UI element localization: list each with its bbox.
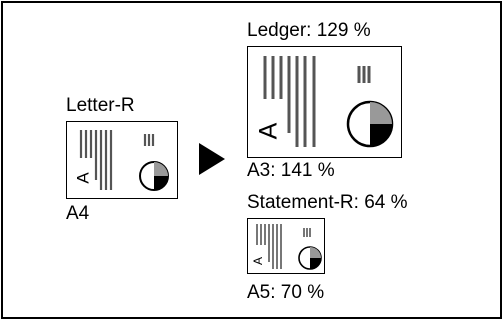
source-output-label: A4 [66, 203, 90, 224]
target-2-page-thumbnail: A [247, 218, 325, 274]
arrow-right-icon [199, 143, 225, 175]
letter-glyph: A [73, 172, 92, 184]
target-1-output-label: A3: 141 % [247, 160, 335, 181]
letter-glyph: A [255, 122, 283, 139]
target-2-output-label: A5: 70 % [247, 282, 325, 303]
source-paper-label: Letter-R [66, 95, 135, 116]
letter-glyph: A [251, 257, 265, 265]
target-2-paper-label: Statement-R: 64 % [247, 192, 408, 213]
target-1-paper-label: Ledger: 129 % [247, 20, 371, 41]
target-1-page-thumbnail: A [247, 46, 402, 158]
source-page-thumbnail: A [66, 121, 178, 199]
